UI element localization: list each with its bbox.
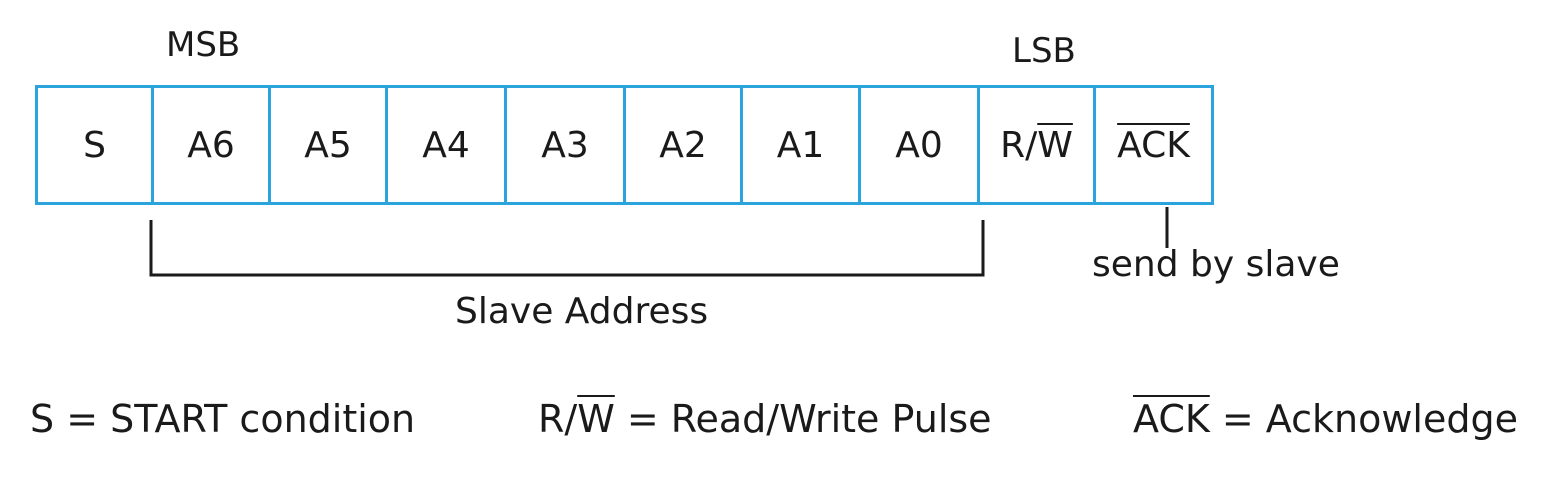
legend-rw-overline: W — [577, 397, 615, 441]
frame-cell-label: A6 — [187, 124, 235, 166]
frame-cell-label: A4 — [422, 124, 470, 166]
frame-cell-ack: ACK — [1093, 85, 1214, 205]
legend-ack-rest: = Acknowledge — [1209, 397, 1518, 441]
frame-cell-label-prefix: R/ — [1000, 124, 1038, 166]
legend-ack-overline: ACK — [1133, 397, 1210, 441]
frame-cell-a3: A3 — [504, 85, 626, 205]
frame-cell-label: A5 — [304, 124, 352, 166]
lsb-marker: LSB — [1012, 31, 1076, 71]
legend-rw-rest: = Read/Write Pulse — [614, 397, 992, 441]
slave-address-bracket — [149, 220, 985, 277]
legend-start-condition: S = START condition — [30, 396, 415, 442]
msb-marker: MSB — [166, 25, 241, 65]
legend-rw-prefix: R/ — [538, 397, 578, 441]
legend-start-text: S = START condition — [30, 397, 416, 441]
legend-acknowledge: ACK = Acknowledge — [1133, 396, 1518, 442]
frame-cell-label: A0 — [895, 124, 943, 166]
frame-cell-label: A3 — [541, 124, 589, 166]
slave-address-label: Slave Address — [455, 291, 709, 332]
frame-cell-label-overline: ACK — [1117, 124, 1190, 166]
ack-note-label: send by slave — [1092, 244, 1340, 285]
legend-read-write: R/W = Read/Write Pulse — [538, 396, 992, 442]
i2c-address-frame: S A6 A5 A4 A3 A2 A1 A0 R/W ACK — [35, 85, 1214, 205]
frame-cell-label-overline: W — [1037, 124, 1073, 166]
frame-cell-label: A1 — [776, 124, 825, 166]
frame-cell-a6: A6 — [151, 85, 271, 205]
frame-cell-label: S — [83, 124, 106, 166]
frame-cell-label: A2 — [659, 124, 707, 166]
